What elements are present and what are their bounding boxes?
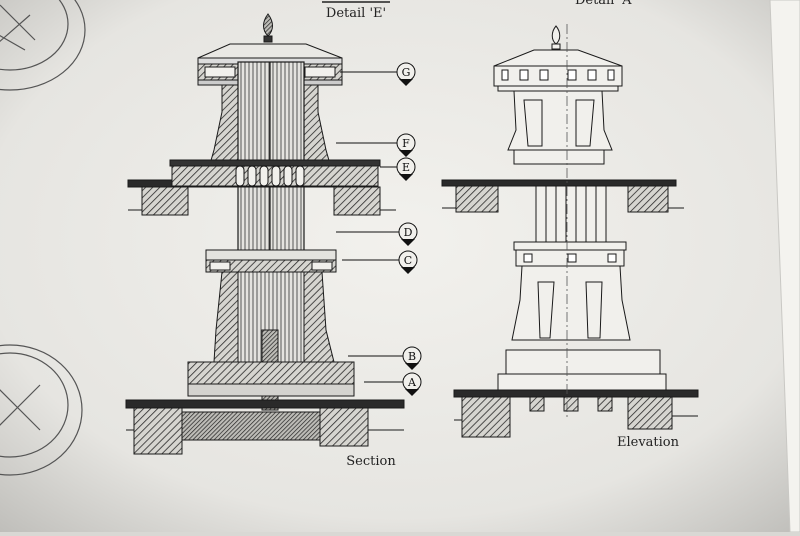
callout-e-label: E: [402, 161, 410, 174]
elevation-drawing: [441, 24, 699, 438]
callout-b-label: B: [408, 350, 416, 363]
elevation-caption: Elevation: [617, 435, 680, 450]
partial-circle-bottom-left: [0, 344, 83, 476]
partial-circle-top-left: [0, 0, 86, 91]
callout-e: E: [380, 157, 416, 181]
detail-e-header: Detail 'E': [326, 6, 386, 21]
section-caption: Section: [346, 454, 396, 469]
callout-a: A: [364, 372, 422, 396]
callout-c-label: C: [404, 254, 412, 267]
callout-c: C: [342, 250, 418, 274]
callout-b: B: [348, 346, 422, 370]
callout-f-label: F: [402, 137, 410, 150]
callout-g: G: [340, 62, 416, 86]
callout-a-label: A: [407, 376, 417, 389]
callout-g-label: G: [402, 66, 411, 79]
callout-f: F: [336, 133, 416, 157]
page-edge: [769, 0, 800, 533]
callout-d: D: [336, 222, 418, 246]
detail-a-header: Detail 'A': [575, 0, 635, 8]
section-drawing: [125, 13, 405, 455]
callout-d-label: D: [404, 226, 413, 239]
